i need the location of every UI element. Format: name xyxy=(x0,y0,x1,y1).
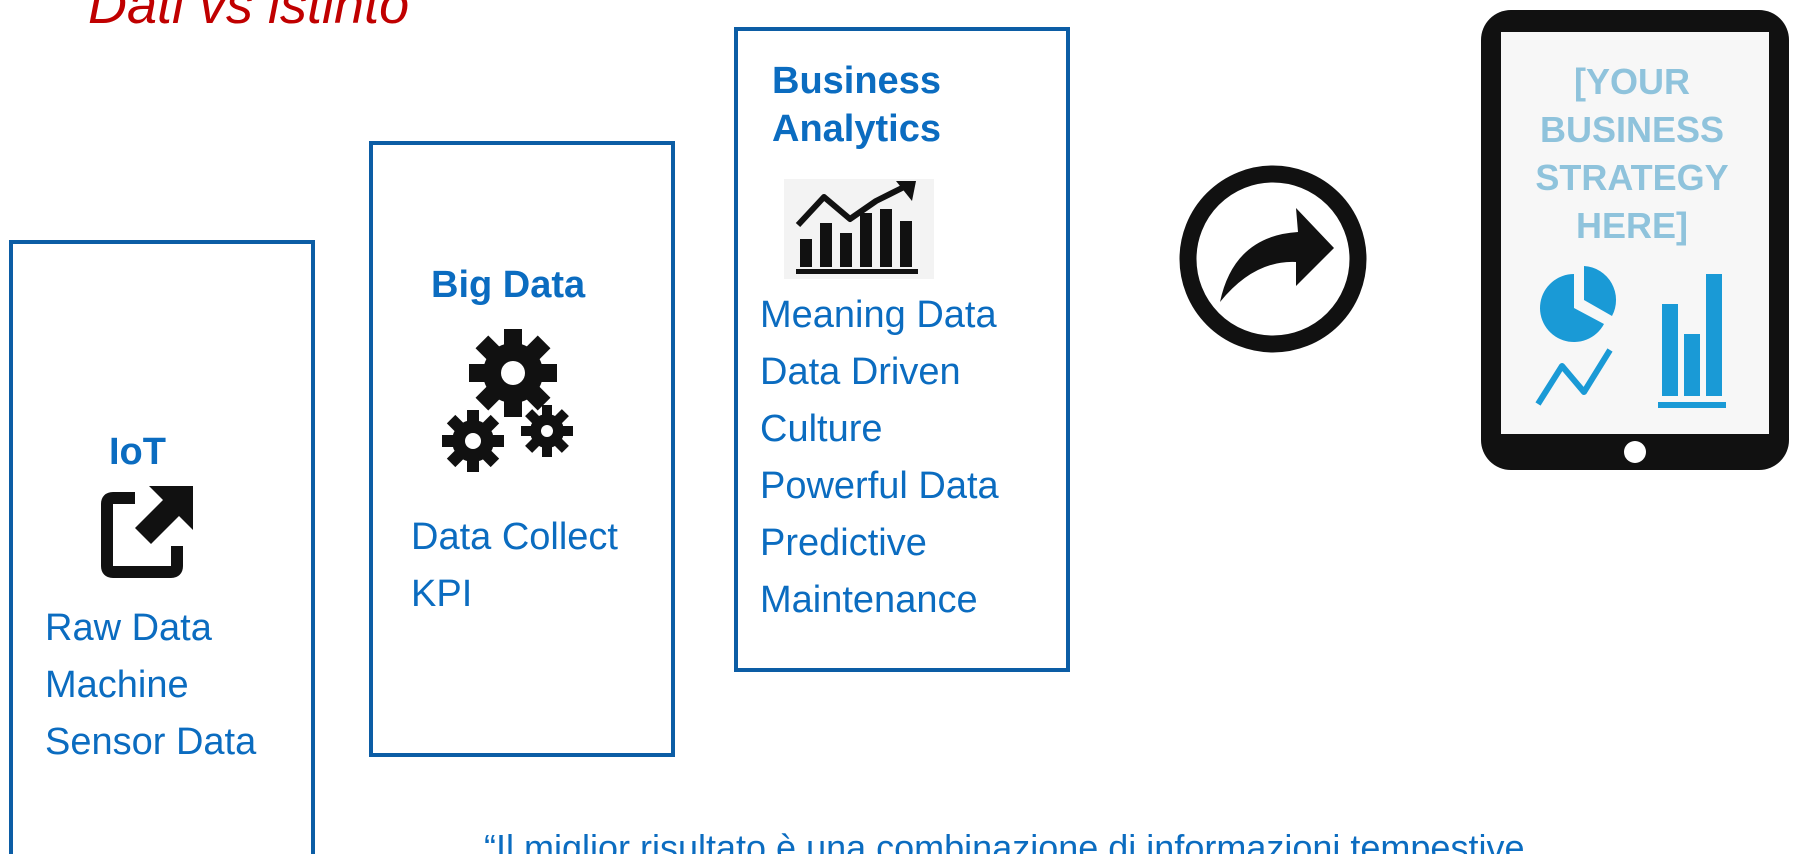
iot-text: Raw Data Machine Sensor Data xyxy=(45,600,256,771)
pie-chart-icon xyxy=(1540,266,1617,342)
iot-title: IoT xyxy=(109,431,166,473)
tablet-line: [YOUR xyxy=(1574,61,1690,102)
gears-icon xyxy=(442,329,573,472)
growth-chart-icon xyxy=(784,179,934,279)
business-analytics-title-line: Analytics xyxy=(772,107,941,150)
quote-text: “Il miglior risultato è una combinazione… xyxy=(484,827,1525,854)
tablet-line: BUSINESS xyxy=(1539,109,1725,150)
ba-line: Predictive xyxy=(760,522,927,564)
big-data-text: Data Collect KPI xyxy=(411,509,618,623)
tablet-charts xyxy=(1535,266,1726,408)
big-data-title: Big Data xyxy=(431,264,586,306)
share-arrow-icon xyxy=(1179,165,1367,353)
bar-chart-icon xyxy=(1658,274,1726,408)
big-data-line: Data Collect xyxy=(411,516,618,558)
iot-line: Raw Data xyxy=(45,607,212,649)
ba-line: Meaning Data xyxy=(760,294,997,336)
business-analytics-box: Business Analytics Meaning Data Data Dri… xyxy=(734,27,1070,672)
ba-line: Maintenance xyxy=(760,579,978,621)
ba-line: Powerful Data xyxy=(760,465,999,507)
business-analytics-text: Meaning Data Data Driven Culture Powerfu… xyxy=(760,287,999,629)
external-link-icon xyxy=(101,486,193,578)
iot-line: Machine xyxy=(45,664,189,706)
tablet-line: HERE] xyxy=(1575,205,1688,246)
big-data-line: KPI xyxy=(411,573,473,615)
slide-title: Dati vs istinto xyxy=(88,0,410,35)
tablet-screen-text: [YOUR BUSINESS STRATEGY HERE] xyxy=(1534,58,1730,250)
business-analytics-title-line: Business xyxy=(772,60,941,102)
line-chart-icon xyxy=(1535,348,1613,406)
tablet-line: STRATEGY xyxy=(1535,157,1729,198)
big-data-box: Big Data xyxy=(369,141,675,757)
ba-line: Data Driven xyxy=(760,351,961,393)
iot-line: Sensor Data xyxy=(45,721,257,763)
iot-box: IoT Raw Data Machine Sensor Data xyxy=(9,240,315,854)
business-analytics-title: Business Analytics xyxy=(772,58,941,153)
ba-line: Culture xyxy=(760,408,883,450)
